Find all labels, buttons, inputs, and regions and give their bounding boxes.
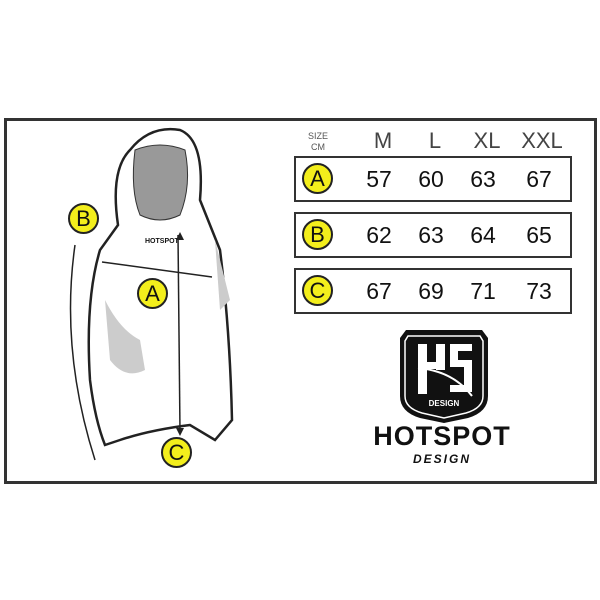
unit-label: CM bbox=[311, 142, 325, 152]
brand-name: HOTSPOT bbox=[373, 421, 511, 451]
measurement-row-c: C 67 69 71 73 bbox=[294, 268, 572, 314]
measurement-row-b: B 62 63 64 65 bbox=[294, 212, 572, 258]
chest-print: HOTSPOT bbox=[145, 238, 180, 245]
value-xxl: 67 bbox=[526, 166, 552, 192]
measurement-row-a: A 57 60 63 67 bbox=[294, 156, 572, 202]
size-header-m: M bbox=[373, 128, 393, 153]
diagram-label-a: A bbox=[137, 278, 168, 309]
value-xl: 64 bbox=[470, 222, 496, 248]
badge-subtitle: DESIGN bbox=[429, 399, 460, 408]
value-xl: 71 bbox=[470, 278, 496, 304]
value-m: 67 bbox=[366, 278, 392, 304]
size-header-l: L bbox=[428, 128, 442, 153]
brand-subtitle: DESIGN bbox=[412, 452, 471, 466]
value-m: 57 bbox=[366, 166, 392, 192]
value-l: 60 bbox=[418, 166, 444, 192]
size-header-xl: XL bbox=[473, 128, 501, 153]
value-l: 63 bbox=[418, 222, 444, 248]
value-xxl: 65 bbox=[526, 222, 552, 248]
row-label: A bbox=[302, 163, 333, 194]
value-xxl: 73 bbox=[526, 278, 552, 304]
row-label: C bbox=[302, 275, 333, 306]
hs-design-badge-logo: DESIGN bbox=[400, 330, 488, 423]
diagram-label-b: B bbox=[68, 203, 99, 234]
diagram-label-c: C bbox=[161, 437, 192, 468]
value-l: 69 bbox=[418, 278, 444, 304]
value-m: 62 bbox=[366, 222, 392, 248]
row-label: B bbox=[302, 219, 333, 250]
size-label: SIZE bbox=[307, 131, 328, 141]
hoodie-illustration: HOTSPOT bbox=[69, 127, 234, 461]
value-xl: 63 bbox=[470, 166, 496, 192]
size-header-xxl: XXL bbox=[521, 128, 563, 153]
